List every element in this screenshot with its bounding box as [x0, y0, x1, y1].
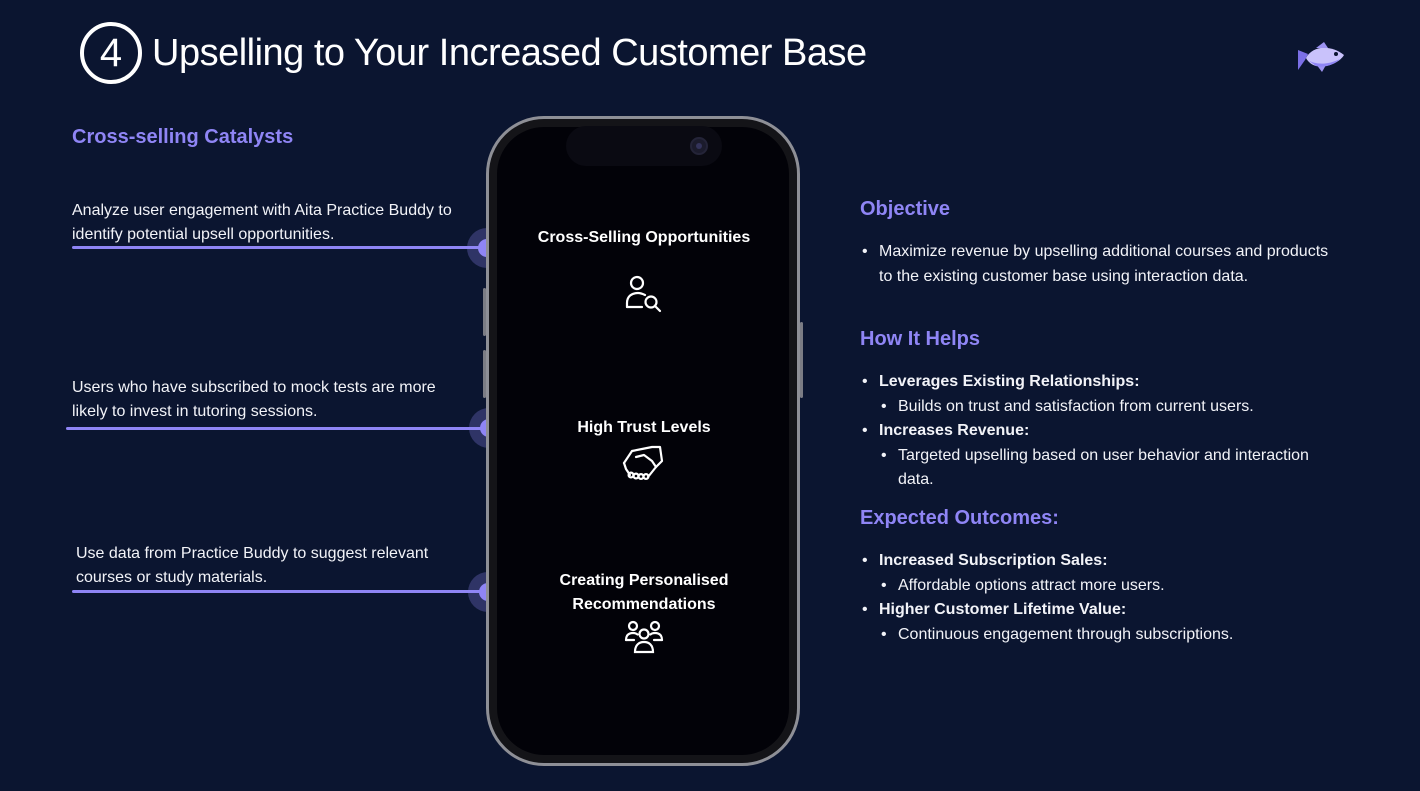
feature-label-cross-selling: Cross-Selling Opportunities: [537, 229, 751, 246]
phone-mockup: [486, 116, 800, 766]
connector-line-2: [66, 427, 486, 430]
list-item: Increased Subscription Sales:: [860, 549, 1330, 574]
group-icon: [624, 620, 664, 656]
catalyst-text-3: Use data from Practice Buddy to suggest …: [76, 545, 429, 586]
user-search-icon: [624, 275, 664, 313]
handshake-icon: [622, 441, 664, 481]
expected-outcomes-heading: Expected Outcomes:: [860, 507, 1059, 529]
feature-label-personalised: Creating Personalised Recommendations: [559, 572, 729, 613]
phone-camera-icon: [690, 137, 708, 155]
feature-label-high-trust: High Trust Levels: [577, 419, 711, 436]
list-item: Higher Customer Lifetime Value:: [860, 598, 1330, 623]
connector-line-1: [72, 246, 482, 249]
list-subitem: Builds on trust and satisfaction from cu…: [860, 395, 1330, 420]
catalyst-text-1: Analyze user engagement with Aita Practi…: [72, 202, 452, 243]
list-subitem: Continuous engagement through subscripti…: [860, 623, 1330, 648]
phone-volume-up-button: [483, 288, 486, 336]
step-number: 4: [99, 31, 123, 75]
how-it-helps-heading: How It Helps: [860, 328, 981, 350]
step-number-badge: 4: [80, 22, 142, 84]
phone-power-button: [800, 322, 803, 398]
list-item: Increases Revenue:: [860, 419, 1330, 444]
objective-heading: Objective: [860, 198, 951, 220]
catalyst-text-2: Users who have subscribed to mock tests …: [72, 379, 436, 420]
page-title: Upselling to Your Increased Customer Bas…: [152, 32, 867, 74]
how-it-helps-list: Leverages Existing Relationships: Builds…: [860, 370, 1330, 493]
list-subitem: Affordable options attract more users.: [860, 574, 1330, 599]
cross-selling-catalysts-heading: Cross-selling Catalysts: [72, 126, 294, 148]
expected-outcomes-list: Increased Subscription Sales: Affordable…: [860, 549, 1330, 647]
objective-list: Maximize revenue by upselling additional…: [860, 240, 1330, 289]
fish-logo-icon: [1294, 40, 1348, 76]
objective-item: Maximize revenue by upselling additional…: [860, 240, 1330, 289]
list-subitem: Targeted upselling based on user behavio…: [860, 444, 1330, 493]
phone-volume-down-button: [483, 350, 486, 398]
list-item: Leverages Existing Relationships:: [860, 370, 1330, 395]
connector-line-3: [72, 590, 486, 593]
